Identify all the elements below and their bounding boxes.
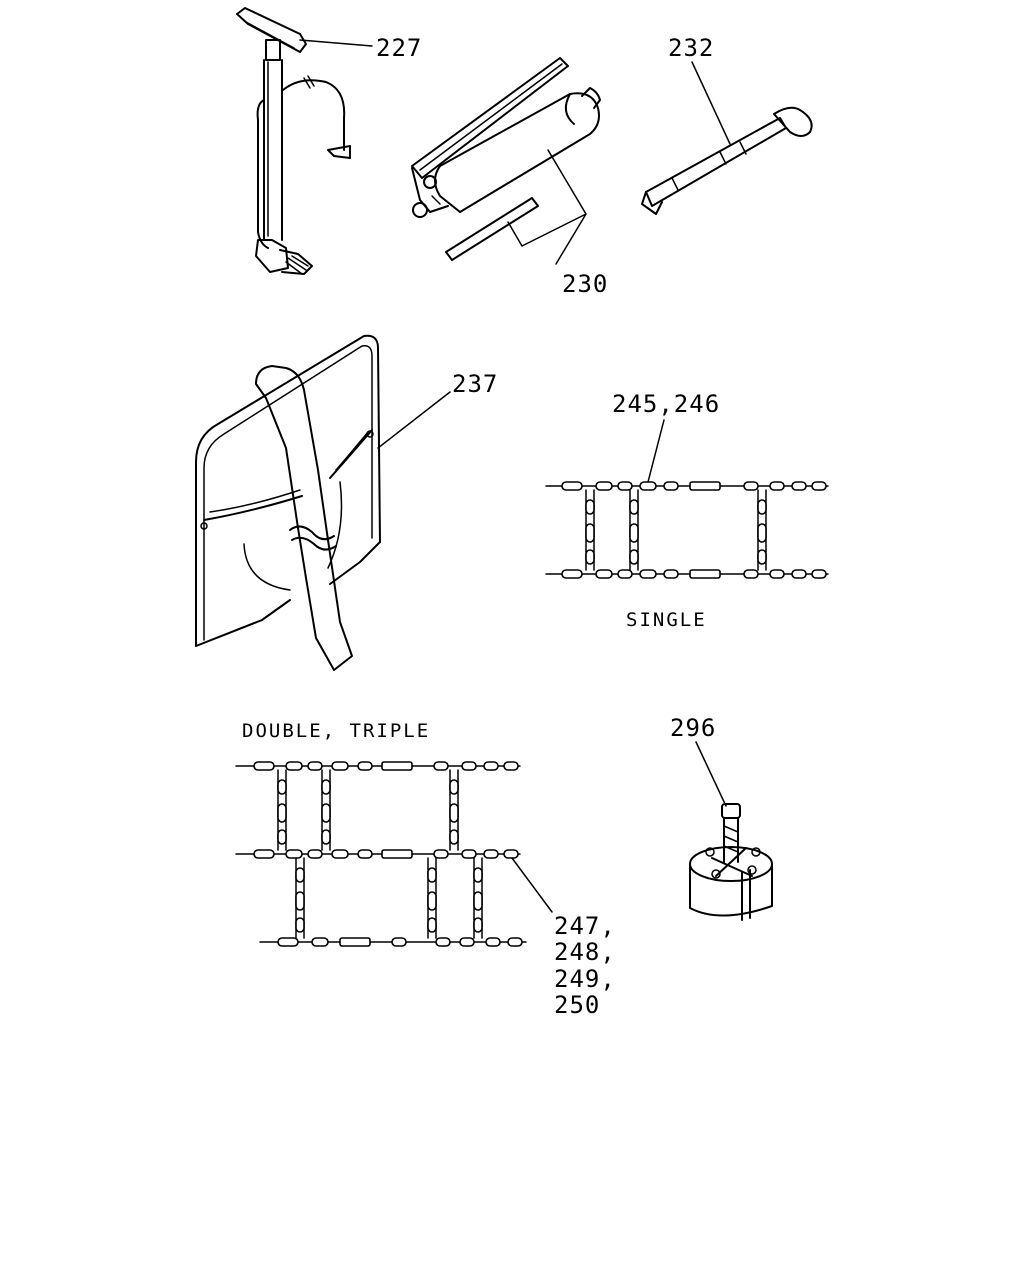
callout-245-246-label: 245,246 bbox=[612, 390, 720, 418]
callout-250-label: 250 bbox=[554, 991, 600, 1019]
grease-gun-illustration bbox=[411, 57, 601, 261]
caption-double-triple: DOUBLE, TRIPLE bbox=[242, 720, 430, 742]
single-chain-illustration bbox=[545, 481, 829, 579]
callout-237: 237 bbox=[377, 370, 498, 449]
caption-single: SINGLE bbox=[626, 609, 707, 631]
callout-230-label: 230 bbox=[562, 270, 608, 298]
callout-227: 227 bbox=[299, 34, 422, 62]
tool-bag-illustration bbox=[195, 334, 381, 671]
callout-249-label: 249, bbox=[554, 965, 616, 993]
double-triple-chain-illustration bbox=[235, 761, 527, 947]
callout-232: 232 bbox=[668, 34, 731, 145]
callout-237-label: 237 bbox=[452, 370, 498, 398]
tire-pump-illustration bbox=[236, 7, 351, 275]
callout-247-250: 247, 248, 249, 250 bbox=[511, 857, 616, 1019]
callout-296-label: 296 bbox=[670, 714, 716, 742]
callout-232-label: 232 bbox=[668, 34, 714, 62]
puller-tool-illustration bbox=[689, 803, 773, 921]
callout-248-label: 248, bbox=[554, 938, 616, 966]
callout-247-label: 247, bbox=[554, 912, 616, 940]
callout-230: 230 bbox=[507, 149, 608, 298]
callout-245-246: 245,246 bbox=[612, 390, 720, 483]
callout-227-label: 227 bbox=[376, 34, 422, 62]
callout-296: 296 bbox=[670, 714, 727, 807]
grease-extension-illustration bbox=[641, 106, 813, 215]
